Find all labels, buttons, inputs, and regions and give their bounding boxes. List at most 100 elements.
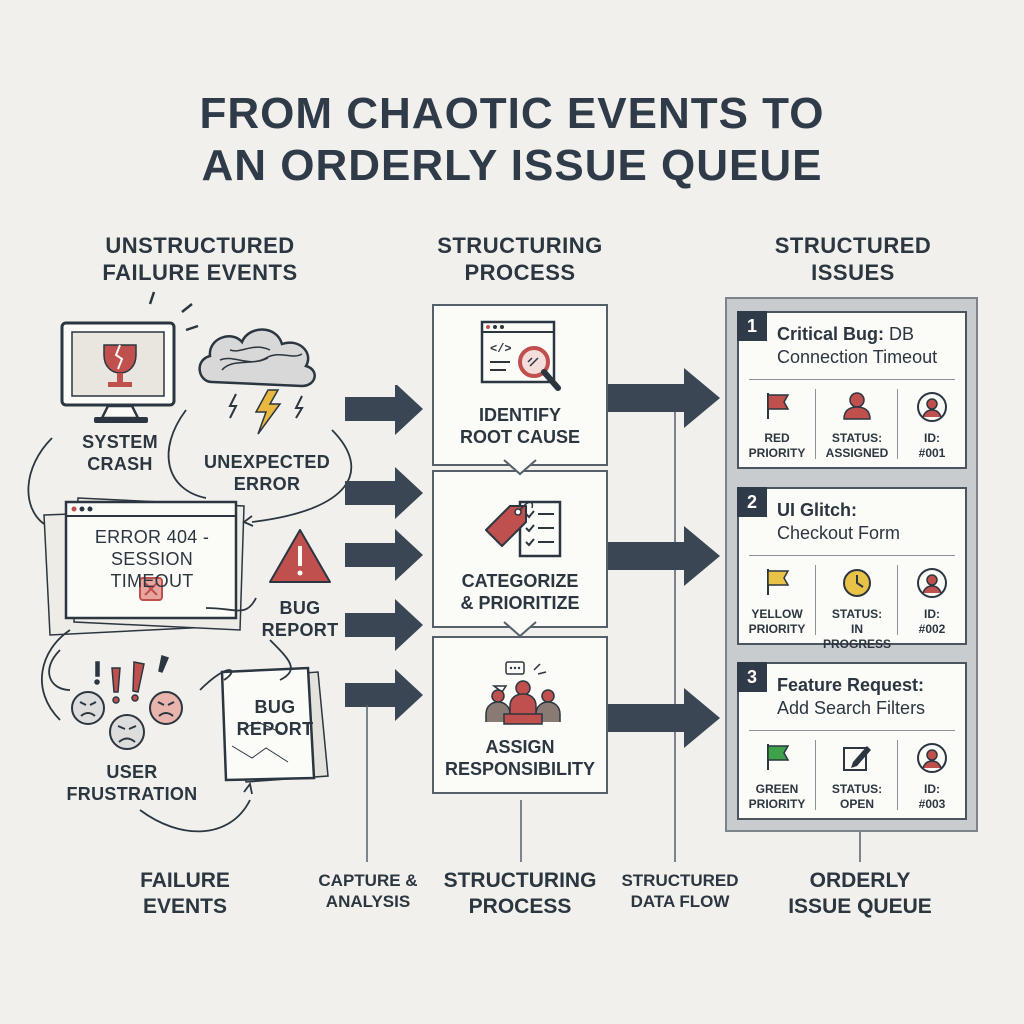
attr-line: STATUS: (831, 782, 883, 796)
avatar-icon (917, 392, 947, 422)
page-title-line1: FROM CHAOTIC EVENTS TO (199, 89, 825, 138)
label-line: STRUCTURING (443, 869, 597, 892)
edit-icon (843, 746, 871, 771)
attr-line: PRIORITY (748, 797, 806, 811)
label-line: ANALYSIS (325, 892, 411, 911)
status-label: STATUS: OPEN (822, 782, 892, 812)
card-divider (749, 555, 955, 556)
code-magnify-icon: </> (480, 320, 561, 391)
process-step-identify: </> IDENTIFY ROOT CAUSE (432, 304, 608, 466)
label-line: BUG (254, 697, 296, 717)
page-title-line2: AN ORDERLY ISSUE QUEUE (201, 141, 823, 190)
label-line: ASSIGN (485, 737, 555, 757)
attr-divider (897, 389, 898, 459)
attr-line: YELLOW (751, 607, 803, 621)
issue-card[interactable]: 2 UI Glitch: Checkout Form YELLOW PRIORI… (737, 487, 967, 651)
id-label: ID: #003 (897, 782, 967, 812)
unexpected-error-label: UNEXPECTED ERROR (192, 451, 342, 495)
issue-title-bold: UI Glitch: (777, 500, 857, 520)
issue-card[interactable]: 1 Critical Bug: DB Connection Timeout RE… (737, 311, 967, 469)
flag-icon (767, 744, 790, 770)
issue-title-line2: Connection Timeout (777, 347, 938, 367)
column-header-structuring: STRUCTURING PROCESS (400, 232, 640, 286)
label-line: FAILURE (140, 869, 230, 892)
label-line: REPORT (236, 719, 314, 739)
column-header-line: STRUCTURED (774, 233, 932, 258)
avatar-icon (917, 743, 947, 773)
priority-label: RED PRIORITY (742, 431, 812, 461)
priority-label: GREEN PRIORITY (742, 782, 812, 812)
avatar-icon (917, 568, 947, 598)
issue-title: Feature Request: Add Search Filters (777, 674, 925, 720)
output-arrows (608, 368, 720, 748)
bug-report-label: BUG REPORT (250, 597, 350, 641)
label-line: BUG (279, 598, 321, 618)
svg-text:</>: </> (490, 342, 512, 356)
label-line: CRASH (87, 454, 153, 474)
column-header-line: PROCESS (464, 260, 576, 285)
flag-icon (767, 569, 790, 595)
input-arrow (345, 467, 423, 519)
label-line: ORDERLY (809, 869, 911, 892)
column-header-structured: STRUCTURED ISSUES (733, 232, 973, 286)
input-arrow (345, 385, 423, 435)
column-header-line: STRUCTURING (437, 233, 603, 258)
label-line: PROCESS (468, 895, 572, 918)
output-arrow (608, 368, 720, 428)
issue-number: 1 (737, 311, 767, 341)
label-line: SESSION TIMEOUT (110, 549, 194, 591)
attr-line: GREEN (755, 782, 799, 796)
process-connector (503, 459, 537, 476)
issue-queue: 1 Critical Bug: DB Connection Timeout RE… (725, 297, 978, 832)
attr-line: RED (764, 431, 790, 445)
label-line: ERROR 404 - (94, 527, 210, 547)
label-line: SYSTEM (82, 432, 158, 452)
label-line: CAPTURE & (318, 871, 418, 890)
label-line: ROOT CAUSE (459, 427, 580, 447)
exclamation-marks (94, 655, 170, 704)
attr-line: ASSIGNED (825, 446, 889, 460)
system-crash-label: SYSTEM CRASH (60, 431, 180, 475)
output-arrow (608, 688, 720, 748)
error-404-message: ERROR 404 - SESSION TIMEOUT (70, 526, 234, 592)
input-arrow (345, 599, 423, 651)
column-header-line: FAILURE EVENTS (102, 260, 298, 285)
issue-title-line2: Checkout Form (777, 523, 901, 543)
label-line: REPORT (261, 620, 339, 640)
monitor-crash-icon (60, 291, 199, 423)
attr-line: ID: (924, 431, 940, 445)
attr-divider (897, 740, 898, 810)
card-divider (749, 730, 955, 731)
label-line: UNEXPECTED (203, 452, 331, 472)
error-window-sketch (43, 497, 245, 636)
attr-divider (815, 740, 816, 810)
attr-line: PRIORITY (748, 622, 806, 636)
status-label: STATUS: ASSIGNED (822, 431, 892, 461)
label-line: RESPONSIBILITY (444, 759, 596, 779)
label-line: CATEGORIZE (461, 571, 579, 591)
footer-capture-analysis: CAPTURE & ANALYSIS (298, 870, 438, 912)
label-line: ERROR (233, 474, 301, 494)
chaos-sketch (27, 291, 353, 833)
process-label: ASSIGN RESPONSIBILITY (434, 736, 606, 780)
clock-icon (843, 569, 871, 597)
process-step-assign: ASSIGN RESPONSIBILITY (432, 636, 608, 794)
column-header-unstructured: UNSTRUCTURED FAILURE EVENTS (80, 232, 320, 286)
issue-title: UI Glitch: Checkout Form (777, 499, 900, 545)
priority-label: YELLOW PRIORITY (742, 607, 812, 637)
attr-line: PRIORITY (748, 446, 806, 460)
column-header-line: ISSUES (811, 260, 895, 285)
issue-title: Critical Bug: DB Connection Timeout (777, 323, 937, 369)
user-icon (843, 392, 871, 420)
storm-cloud-icon (198, 328, 316, 435)
attr-line: #002 (918, 622, 946, 636)
attr-divider (897, 565, 898, 635)
process-step-categorize: CATEGORIZE & PRIORITIZE (432, 470, 608, 628)
process-label: CATEGORIZE & PRIORITIZE (434, 570, 606, 614)
issue-card[interactable]: 3 Feature Request: Add Search Filters GR… (737, 662, 967, 820)
label-line: IDENTIFY (478, 405, 561, 425)
issue-title-line2: Add Search Filters (777, 698, 926, 718)
label-line: ISSUE QUEUE (788, 895, 932, 918)
label-line: STRUCTURED (621, 871, 739, 890)
issue-title-rest: DB (884, 324, 915, 344)
